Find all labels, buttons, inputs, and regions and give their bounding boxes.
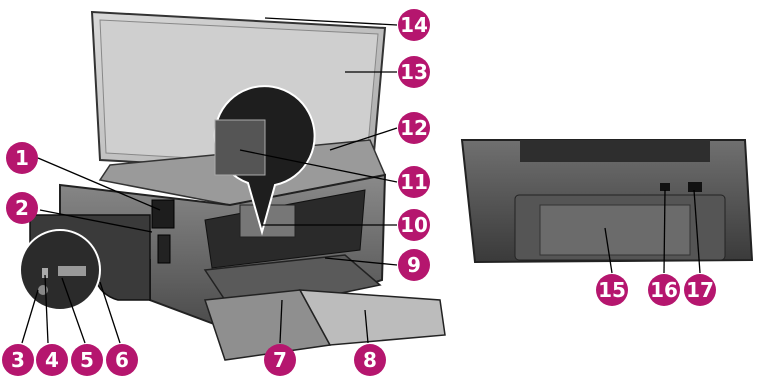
callout-2-label: 2 xyxy=(15,196,29,220)
callout-5-label: 5 xyxy=(80,348,94,372)
zoom-power-button xyxy=(38,285,48,295)
callout-17: 17 xyxy=(684,274,716,306)
callout-5: 5 xyxy=(71,344,103,376)
back-top-recess xyxy=(520,140,710,162)
display-screen xyxy=(152,200,174,228)
callout-6-label: 6 xyxy=(115,348,129,372)
callout-10-label: 10 xyxy=(400,213,428,237)
front-printer-illustration xyxy=(20,12,445,360)
usb-port xyxy=(660,183,670,191)
callout-12: 12 xyxy=(398,112,430,144)
callout-8-label: 8 xyxy=(363,348,377,372)
memory-card-slots xyxy=(158,235,170,263)
callout-13: 13 xyxy=(398,56,430,88)
rear-door-inner xyxy=(540,205,690,255)
callout-4-label: 4 xyxy=(45,348,59,372)
callout-1: 1 xyxy=(6,142,38,174)
callout-14-label: 14 xyxy=(400,13,428,37)
callout-4: 4 xyxy=(36,344,68,376)
callout-2: 2 xyxy=(6,192,38,224)
callout-7-label: 7 xyxy=(273,348,287,372)
callout-16-label: 16 xyxy=(650,278,678,302)
callout-13-label: 13 xyxy=(400,60,428,84)
callout-17-label: 17 xyxy=(686,278,714,302)
callout-15-label: 15 xyxy=(598,278,626,302)
callout-1-label: 1 xyxy=(15,146,29,170)
callout-6: 6 xyxy=(106,344,138,376)
callout-3: 3 xyxy=(2,344,34,376)
callout-9-label: 9 xyxy=(407,253,421,277)
callout-10: 10 xyxy=(398,209,430,241)
callout-11: 11 xyxy=(398,166,430,198)
callout-9: 9 xyxy=(398,249,430,281)
zoom-card-slot xyxy=(58,266,86,276)
callout-14: 14 xyxy=(398,9,430,41)
callout-3-label: 3 xyxy=(11,348,25,372)
callout-7: 7 xyxy=(264,344,296,376)
leader-line-3 xyxy=(22,290,38,343)
callout-11-label: 11 xyxy=(400,170,428,194)
callout-8: 8 xyxy=(354,344,386,376)
power-connection xyxy=(688,182,702,192)
callout-12-label: 12 xyxy=(400,116,428,140)
zoom-carriage-latch xyxy=(215,120,265,175)
callout-16: 16 xyxy=(648,274,680,306)
callout-15: 15 xyxy=(596,274,628,306)
